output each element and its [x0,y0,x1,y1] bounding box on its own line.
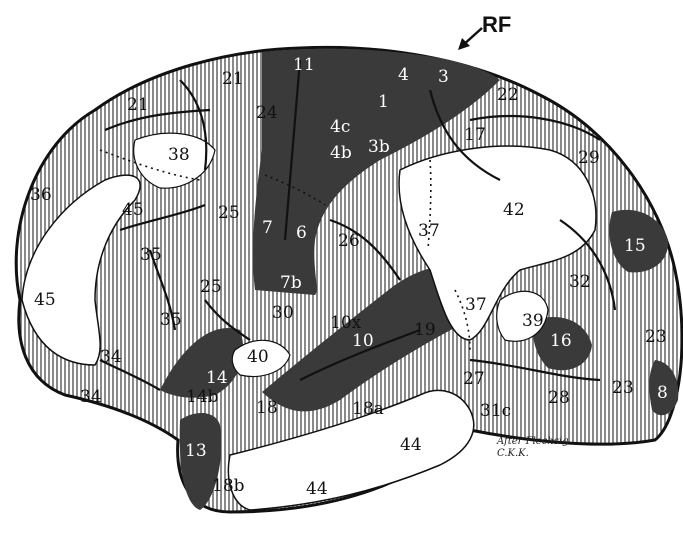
area-label-19: 19 [414,320,436,340]
area-label-25: 25 [218,203,240,223]
area-label-17: 17 [464,125,486,145]
area-label-10: 10 [352,331,374,351]
area-label-28: 28 [548,388,570,408]
area-label-27: 27 [463,369,485,389]
area-label-24: 24 [256,103,278,123]
area-label-37: 37 [465,295,487,315]
area-label-25: 25 [200,277,222,297]
area-label-7: 7 [262,218,273,238]
area-label-26: 26 [338,231,360,251]
area-label-29: 29 [578,148,600,168]
area-label-37: 37 [418,221,440,241]
area-label-35: 35 [140,245,162,265]
area-label-14b: 14b [186,387,219,407]
credit-line-1: After Flechsig [496,436,568,447]
area-label-23: 23 [612,378,634,398]
area-label-13: 13 [185,441,207,461]
area-label-18b: 18b [212,476,245,496]
area-label-32: 32 [569,272,591,292]
area-label-6: 6 [296,223,307,243]
area-label-18: 18 [256,398,278,418]
area-label-4b: 4b [330,143,352,163]
area-label-22: 22 [497,85,519,105]
area-label-18a: 18a [352,399,384,419]
area-label-44: 44 [306,479,328,499]
area-label-21: 21 [222,69,244,89]
area-label-34: 34 [100,347,122,367]
area-label-40: 40 [247,347,269,367]
area-label-21: 21 [127,95,149,115]
area-label-3b: 3b [368,137,390,157]
area-label-16: 16 [550,331,572,351]
area-label-45: 45 [122,200,144,220]
area-label-14: 14 [206,368,228,388]
area-label-15: 15 [624,236,646,256]
credit-line-2: C.K.K. [497,448,529,459]
rf-annotation: RF [458,12,511,50]
area-label-44: 44 [400,435,422,455]
rf-label: RF [482,12,511,37]
area-label-34: 34 [80,387,102,407]
area-label-31c: 31c [480,401,511,421]
area-label-11: 11 [293,55,315,75]
area-label-4c: 4c [330,117,350,137]
area-label-8: 8 [657,383,668,403]
area-label-23: 23 [645,327,667,347]
area-label-1: 1 [378,92,389,112]
area-label-42: 42 [503,200,525,220]
area-label-36: 36 [30,185,52,205]
area-label-10x: 10x [330,313,362,333]
area-label-3: 3 [438,67,449,87]
area-label-45: 45 [34,290,56,310]
area-label-7b: 7b [280,273,302,293]
area-label-4: 4 [398,65,409,85]
area-label-35: 35 [160,310,182,330]
area-label-30: 30 [272,303,294,323]
area-label-39: 39 [522,311,544,331]
area-label-38: 38 [168,145,190,165]
